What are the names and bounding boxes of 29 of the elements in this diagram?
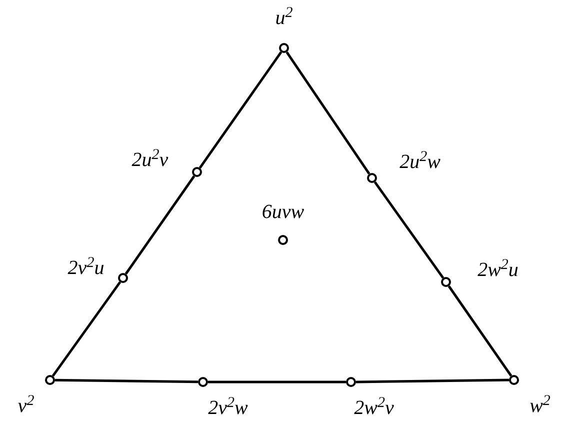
control-point	[279, 43, 289, 53]
triangle-edge	[198, 51, 282, 169]
point-label: 2v$^{2}$w	[208, 398, 248, 418]
control-point	[509, 375, 519, 385]
triangle-edge	[124, 175, 196, 275]
point-label: v$^{2}$	[18, 396, 34, 416]
point-label: 2v$^{2}$u	[68, 258, 104, 278]
point-label: w$^{2}$	[530, 396, 550, 416]
triangle-edge	[52, 281, 122, 377]
point-label: 2u$^{2}$w	[400, 152, 440, 172]
triangle-edge	[54, 378, 198, 384]
control-point	[441, 277, 451, 287]
control-point	[346, 377, 356, 387]
triangle-edge	[448, 285, 512, 377]
control-point	[45, 375, 55, 385]
control-point	[278, 235, 288, 245]
control-point	[198, 377, 208, 387]
triangle-edge	[208, 380, 346, 384]
control-point	[367, 173, 377, 183]
point-label: u$^{2}$	[275, 8, 293, 28]
point-label: 2w$^{2}$v	[354, 398, 394, 418]
point-label: 2w$^{2}$u	[478, 260, 518, 280]
triangle-edge	[374, 181, 444, 279]
control-point	[118, 273, 128, 283]
point-label: 2u$^{2}$v	[132, 150, 168, 170]
triangle-edge	[286, 51, 370, 175]
triangle-edge	[356, 378, 510, 384]
point-label: 6uvw	[262, 202, 304, 222]
control-point	[192, 167, 202, 177]
